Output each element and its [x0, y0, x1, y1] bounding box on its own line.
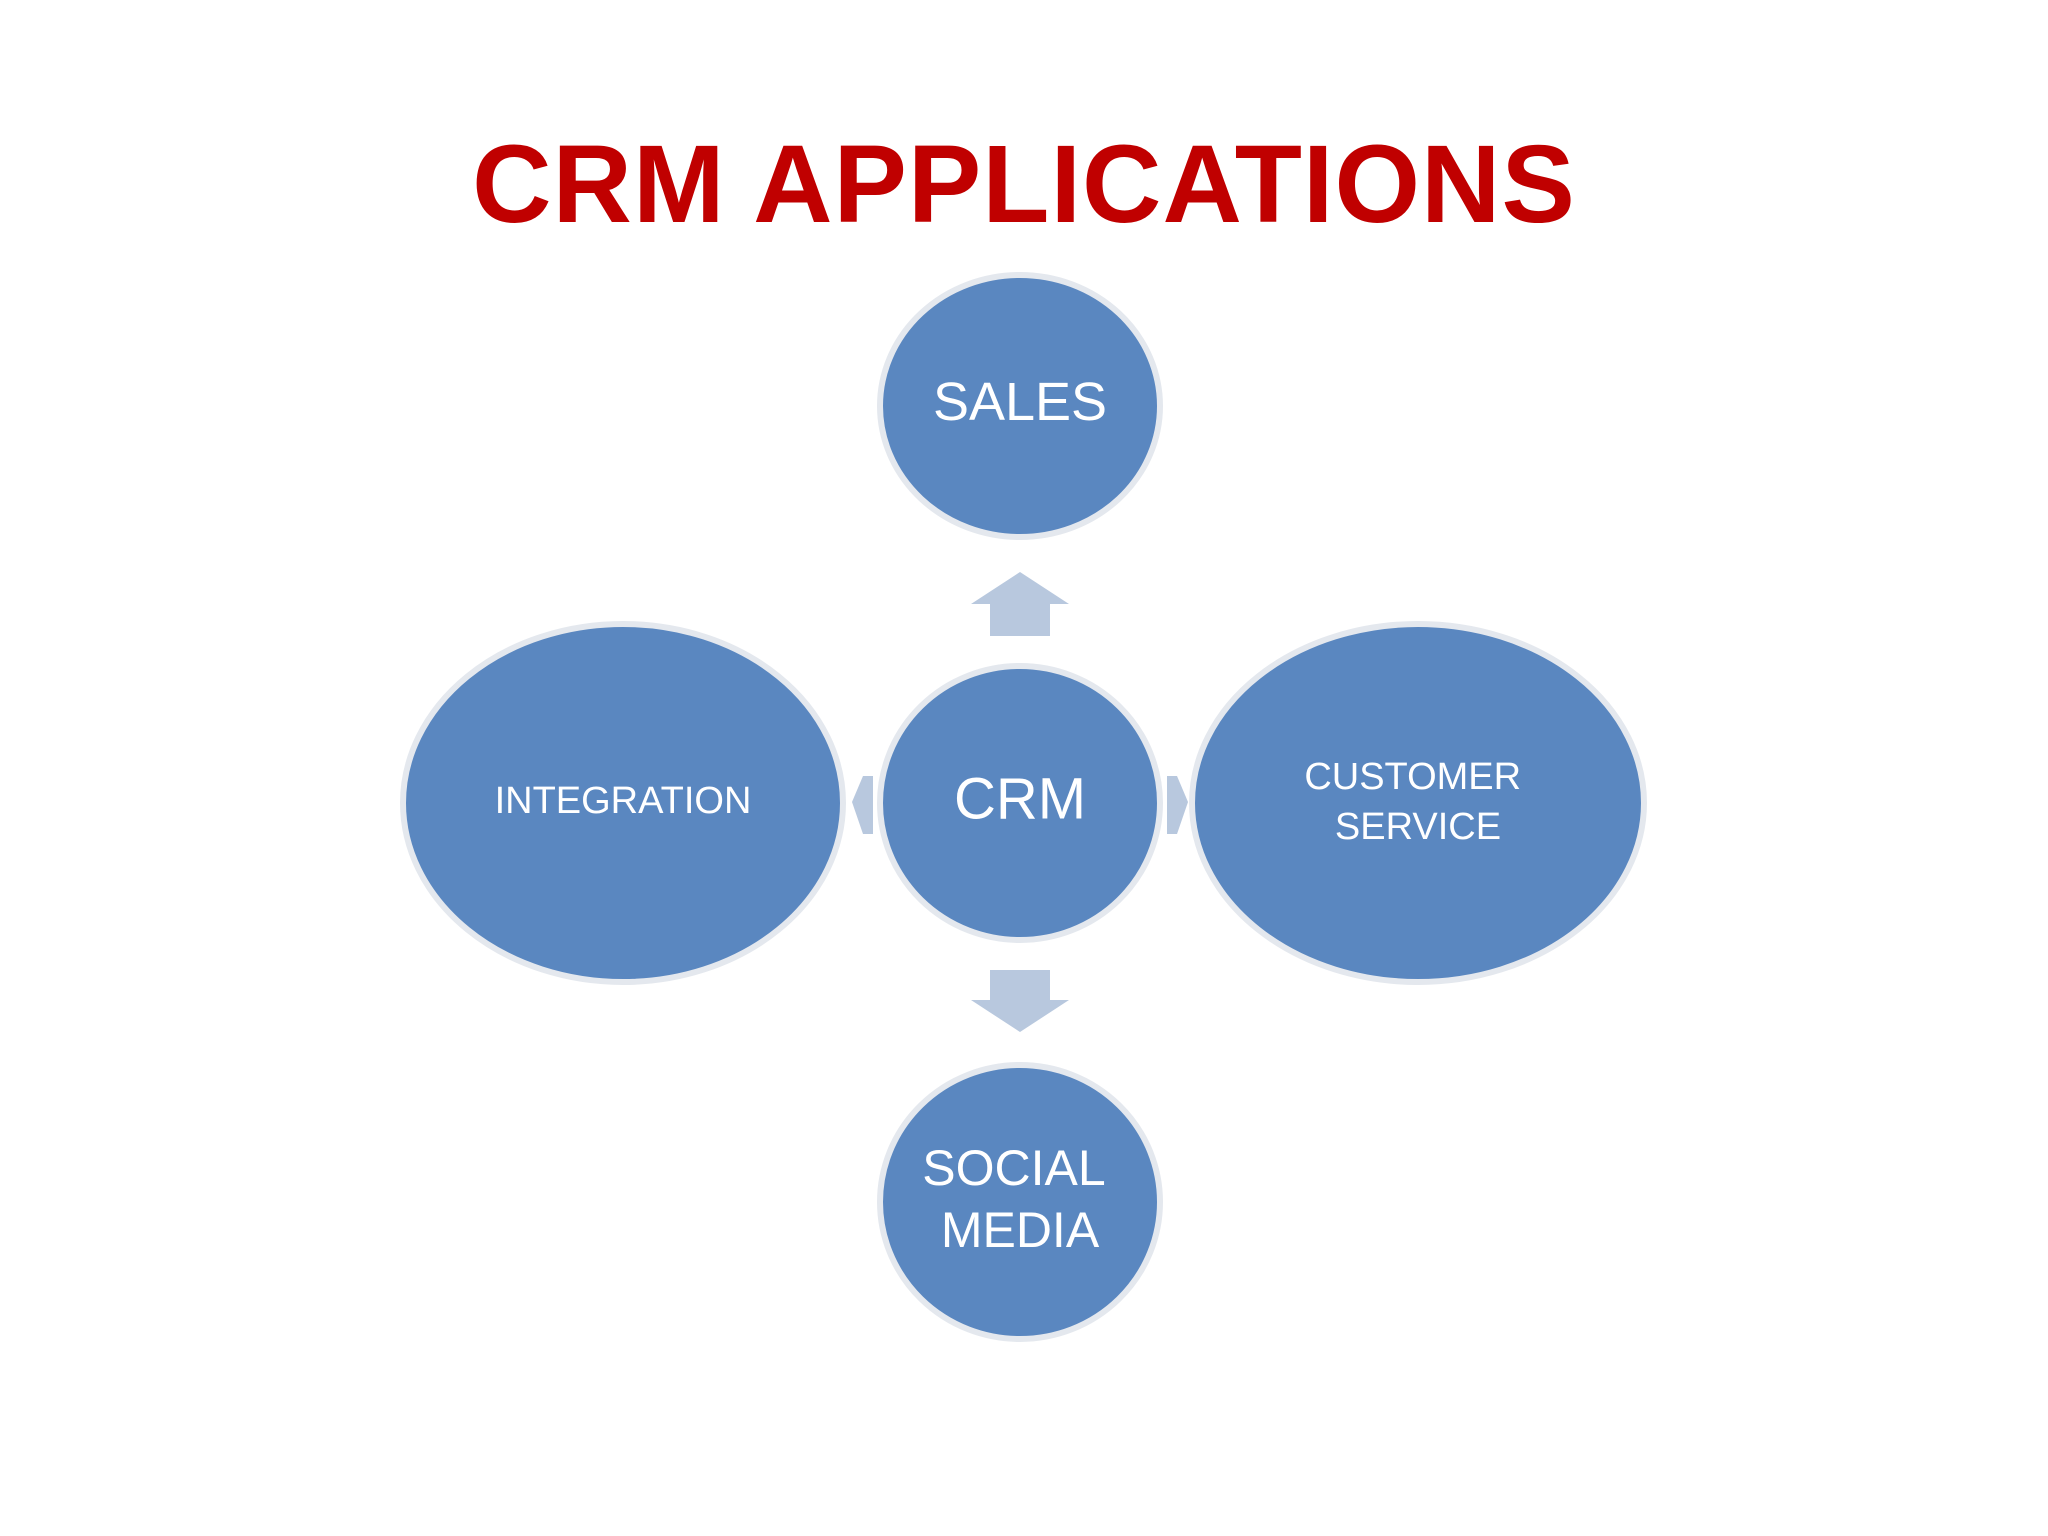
- node-social-media-label: SOCIAL MEDIA: [922, 1140, 1117, 1258]
- node-crm: CRM: [877, 663, 1163, 943]
- node-integration: INTEGRATION: [400, 621, 846, 985]
- page-title: CRM APPLICATIONS: [472, 123, 1576, 246]
- arrow-left-icon: [852, 776, 873, 834]
- node-sales-label: SALES: [933, 372, 1107, 432]
- node-crm-label: CRM: [954, 766, 1086, 831]
- arrow-up-icon: [971, 572, 1069, 636]
- node-integration-label: INTEGRATION: [495, 780, 752, 822]
- arrow-right-icon: [1167, 776, 1188, 834]
- node-social-media: SOCIAL MEDIA: [877, 1062, 1163, 1342]
- node-customer-service: CUSTOMER SERVICE: [1189, 621, 1647, 985]
- arrow-down-icon: [971, 970, 1069, 1032]
- node-sales: SALES: [877, 272, 1163, 540]
- arrows: [852, 572, 1188, 1032]
- node-customer-service-label: CUSTOMER SERVICE: [1304, 756, 1531, 848]
